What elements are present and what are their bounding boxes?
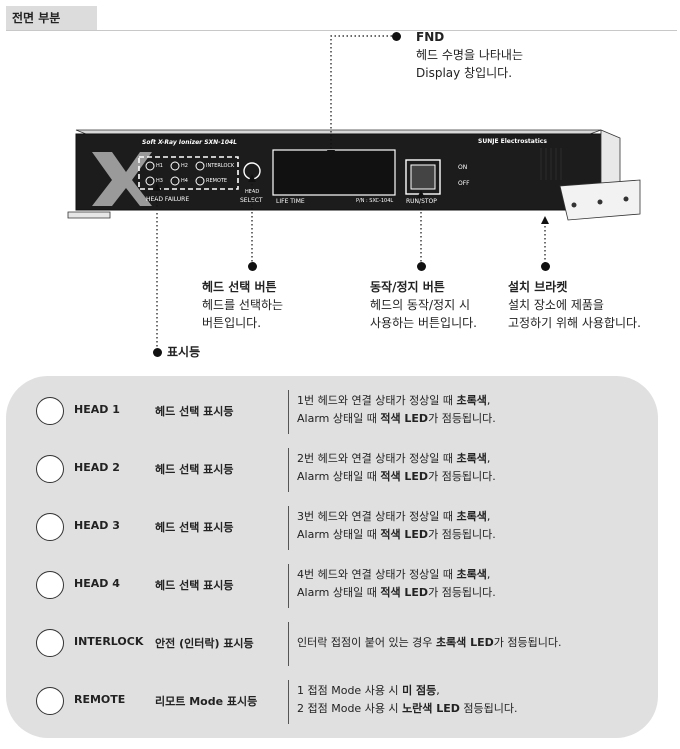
led-circle-icon	[36, 629, 64, 657]
run-stop-dot	[417, 262, 426, 271]
row-name: 헤드 선택 표시등	[155, 463, 234, 476]
run-stop-line1: 헤드의 동작/정지 시	[370, 298, 470, 312]
row-code: INTERLOCK	[74, 635, 144, 648]
life-time-label: LIFE TIME	[276, 198, 305, 205]
led-circle-icon	[36, 513, 64, 541]
run-stop-title: 동작/정지 버튼	[370, 280, 445, 294]
run-stop-callout: 동작/정지 버튼 헤드의 동작/정지 시 사용하는 버튼입니다.	[370, 278, 477, 332]
indicator-table-panel	[6, 376, 658, 738]
indicator-interlock: INTERLOCK	[206, 163, 235, 169]
indicator-h3: H3	[156, 178, 163, 184]
row-code: HEAD 3	[74, 519, 120, 532]
row-code: REMOTE	[74, 693, 126, 706]
row-description: 2번 헤드와 연결 상태가 정상일 때 초록색, Alarm 상태일 때 적색 …	[297, 452, 496, 483]
row-code: HEAD 4	[74, 577, 120, 590]
run-stop-line2: 사용하는 버튼입니다.	[370, 316, 477, 330]
row-name: 헤드 선택 표시등	[155, 405, 234, 418]
row-description: 1번 헤드와 연결 상태가 정상일 때 초록색, Alarm 상태일 때 적색 …	[297, 394, 496, 425]
table-row: HEAD 3 헤드 선택 표시등 3번 헤드와 연결 상태가 정상일 때 초록색…	[6, 496, 658, 556]
fnd-title: FND	[416, 30, 445, 44]
indicator-h2: H2	[181, 163, 188, 169]
led-circle-icon	[36, 571, 64, 599]
row-name: 리모트 Mode 표시등	[155, 695, 258, 708]
head-select-dot	[248, 262, 257, 271]
fnd-line1: 헤드 수명을 나타내는	[416, 48, 523, 62]
table-row: HEAD 2 헤드 선택 표시등 2번 헤드와 연결 상태가 정상일 때 초록색…	[6, 438, 658, 498]
x-logo	[92, 152, 152, 206]
indicator-title: 표시등	[167, 345, 201, 359]
on-label: ON	[458, 164, 468, 171]
led-circle-icon	[36, 397, 64, 425]
indicator-dot	[153, 348, 162, 357]
bracket-title: 설치 브라켓	[508, 280, 568, 294]
row-divider	[288, 680, 289, 724]
row-code: HEAD 2	[74, 461, 120, 474]
leader-lines	[153, 35, 549, 352]
fnd-callout: FND 헤드 수명을 나타내는 Display 창입니다.	[416, 28, 523, 82]
row-divider	[288, 622, 289, 666]
indicator-callout: 표시등	[167, 343, 200, 361]
head-select-line1: 헤드를 선택하는	[202, 298, 284, 312]
led-circle-icon	[36, 687, 64, 715]
row-divider	[288, 506, 289, 550]
table-row: HEAD 4 헤드 선택 표시등 4번 헤드와 연결 상태가 정상일 때 초록색…	[6, 554, 658, 614]
head-failure-label: HEAD FAILURE	[146, 196, 190, 203]
brand-label: SUNJE Electrostatics	[478, 138, 547, 145]
section-tab: 전면 부분	[6, 6, 677, 31]
row-description: 1 접점 Mode 사용 시 미 점등, 2 접점 Mode 사용 시 노란색 …	[297, 684, 518, 715]
indicator-box	[138, 156, 239, 190]
row-name: 헤드 선택 표시등	[155, 579, 234, 592]
row-name: 안전 (인터락) 표시등	[155, 637, 254, 650]
fnd-dot	[392, 32, 401, 41]
row-code: HEAD 1	[74, 403, 120, 416]
table-row: REMOTE 리모트 Mode 표시등 1 접점 Mode 사용 시 미 점등,…	[6, 670, 658, 730]
row-divider	[288, 390, 289, 434]
row-divider	[288, 564, 289, 608]
select-label: SELECT	[240, 197, 263, 204]
model-line: Soft X-Ray Ionizer SXN-104L	[142, 139, 237, 146]
table-row: INTERLOCK 안전 (인터락) 표시등 인터락 접점이 붙어 있는 경우 …	[6, 612, 658, 672]
row-description: 인터락 접점이 붙어 있는 경우 초록색 LED가 점등됩니다.	[297, 636, 562, 649]
table-row: HEAD 1 헤드 선택 표시등 1번 헤드와 연결 상태가 정상일 때 초록색…	[6, 380, 658, 440]
fnd-window	[272, 149, 396, 196]
head-select-callout: 헤드 선택 버튼 헤드를 선택하는 버튼입니다.	[202, 278, 283, 332]
row-description: 3번 헤드와 연결 상태가 정상일 때 초록색, Alarm 상태일 때 적색 …	[297, 510, 496, 541]
led-circle-icon	[36, 455, 64, 483]
bracket-line1: 설치 장소에 제품을	[508, 298, 604, 312]
head-select-title: 헤드 선택 버튼	[202, 280, 277, 294]
bracket-dot	[541, 262, 550, 271]
device-illustration	[67, 129, 641, 221]
off-label: OFF	[458, 180, 470, 187]
fnd-line2: Display 창입니다.	[416, 66, 513, 80]
bracket-line2: 고정하기 위해 사용합니다.	[508, 316, 641, 330]
indicator-h4: H4	[181, 178, 188, 184]
row-name: 헤드 선택 표시등	[155, 521, 234, 534]
part-no-label: P/N : SXC-104L	[356, 198, 394, 204]
bracket-callout: 설치 브라켓 설치 장소에 제품을 고정하기 위해 사용합니다.	[508, 278, 641, 332]
row-divider	[288, 448, 289, 492]
left-bracket	[67, 211, 111, 219]
indicator-h1: H1	[156, 163, 163, 169]
indicator-remote: REMOTE	[206, 178, 228, 184]
head-select-line2: 버튼입니다.	[202, 316, 262, 330]
row-description: 4번 헤드와 연결 상태가 정상일 때 초록색, Alarm 상태일 때 적색 …	[297, 568, 496, 599]
